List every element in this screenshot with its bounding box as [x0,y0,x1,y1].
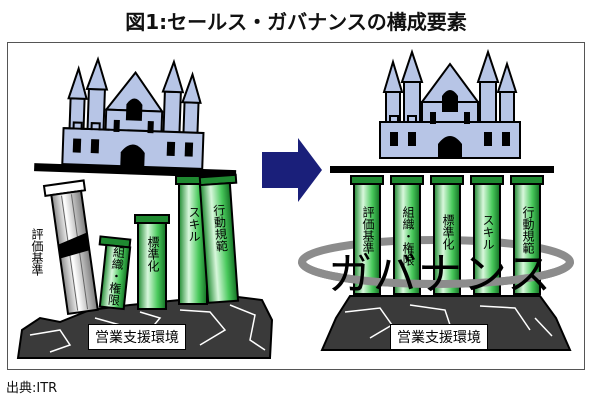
left-castle [34,57,237,179]
right-pillar-label-4: スキル [481,214,495,250]
figure-title: 図1:セールス・ガバナンスの構成要素 [125,10,467,34]
right-pillar-1 [350,175,384,295]
left-pillar-label-4: スキル [187,206,201,242]
left-pillar-3 [134,214,170,310]
source-credit: 出典:ITR [6,381,58,396]
governance-ring-front [298,261,574,288]
governance-label: ガバナンス [327,249,553,300]
right-pillar-label-2: 組織・権限 [401,206,415,266]
right-pillar-2 [390,175,424,295]
right-pillar-label-5: 行動規範 [521,206,535,254]
left-pillar-label-1: 評価基準 [30,228,44,276]
right-pillar-4 [470,175,504,295]
right-pillar-label-1: 評価基準 [361,206,375,254]
right-rubble-cracks [344,304,553,339]
right-pillar-3 [430,175,464,295]
right-castle [379,51,521,159]
right-scene [298,51,574,351]
crack-mark [58,232,90,259]
right-platform [330,166,554,173]
right-base-label: 営業支援環境 [390,324,488,350]
left-pillar-2 [98,235,132,311]
transition-arrow [262,138,322,202]
left-base-label: 営業支援環境 [88,324,186,350]
left-pillar-5 [198,173,240,304]
diagram-frame [7,42,585,370]
left-scene [16,57,274,359]
right-rubble [320,295,572,351]
left-pillar-label-3: 標準化 [146,236,160,272]
left-broken-pillar [42,179,99,316]
left-pillar-label-5: 行動規範 [211,203,229,253]
right-pillar-label-3: 標準化 [441,214,455,250]
